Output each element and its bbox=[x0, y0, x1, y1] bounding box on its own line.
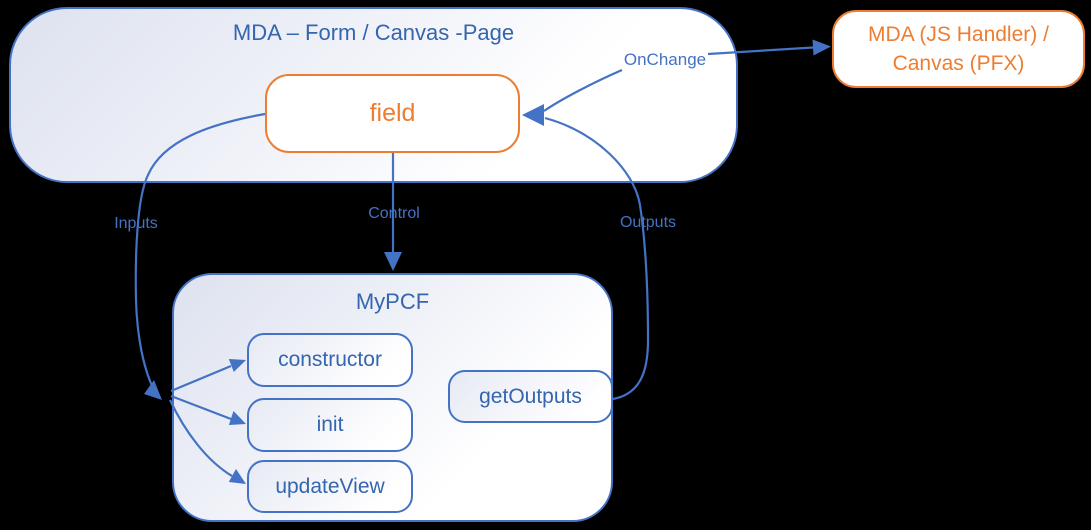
handler-node-line2: Canvas (PFX) bbox=[892, 52, 1025, 75]
edge-onchange-arrowhead bbox=[812, 39, 831, 56]
constructor-node-label: constructor bbox=[278, 348, 382, 371]
updateview-node: updateView bbox=[247, 460, 413, 513]
field-node-label: field bbox=[369, 99, 416, 127]
label-outputs: Outputs bbox=[619, 214, 677, 231]
pcf-box-title: MyPCF bbox=[355, 289, 430, 314]
field-node: field bbox=[265, 74, 520, 153]
handler-node-line1: MDA (JS Handler) / bbox=[868, 23, 1049, 46]
host-box-title: MDA – Form / Canvas -Page bbox=[232, 20, 515, 45]
init-node-label: init bbox=[316, 413, 344, 436]
edge-control-arrowhead bbox=[384, 252, 402, 271]
constructor-node: constructor bbox=[247, 333, 413, 387]
label-onchange: OnChange bbox=[623, 50, 707, 69]
label-control: Control bbox=[368, 205, 420, 222]
updateview-node-label: updateView bbox=[275, 474, 385, 498]
handler-node: MDA (JS Handler) / Canvas (PFX) bbox=[832, 10, 1085, 88]
label-inputs: Inputs bbox=[114, 215, 158, 232]
getoutputs-node-label: getOutputs bbox=[479, 384, 582, 408]
edge-inputs-arrowhead bbox=[144, 380, 162, 400]
getoutputs-node: getOutputs bbox=[448, 370, 613, 423]
init-node: init bbox=[247, 398, 413, 452]
